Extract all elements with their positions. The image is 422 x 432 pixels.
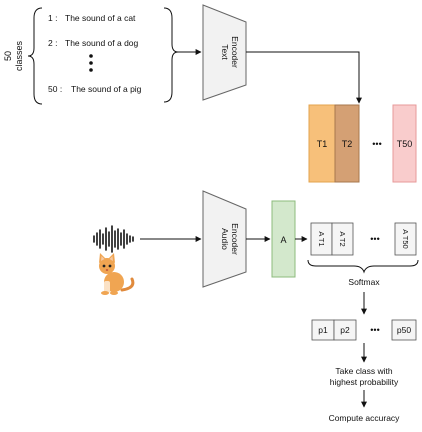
sound-wave-icon (93, 225, 134, 253)
class-1-index: 1 : (48, 13, 57, 23)
probability-box-2 (333, 319, 357, 341)
text-embedding-t50 (392, 104, 417, 183)
classes-count-label: 50 (3, 51, 13, 61)
vertical-ellipsis-icon (89, 54, 93, 72)
text-encoder-label-line2: Encoder (230, 36, 240, 68)
classes-left-brace (27, 7, 43, 105)
probability-box-1-label: p1 (318, 325, 328, 335)
classes-right-brace (163, 7, 179, 103)
text-embedding-t1-label: T1 (317, 139, 328, 149)
classes-word-label: classes (14, 40, 24, 71)
text-embeddings-ellipsis: ••• (372, 139, 381, 149)
class-2-index: 2 : (48, 38, 57, 48)
similarity-box-50 (394, 222, 417, 256)
class-50-text: The sound of a pig (71, 84, 142, 94)
probabilities-ellipsis: ••• (370, 325, 379, 335)
text-embedding-t2-label: T2 (342, 139, 353, 149)
take-class-label-line1: Take class with (335, 366, 392, 376)
text-encoder-label-line1: Text (220, 44, 230, 60)
text-embedding-t1 (308, 104, 336, 183)
similarity-box-2-label: A T2 (338, 231, 347, 246)
softmax-label: Softmax (348, 277, 380, 287)
text-embedding-t50-label: T50 (397, 139, 413, 149)
audio-encoder-label-line1: Audio (220, 228, 230, 250)
audio-embedding-label: A (280, 235, 286, 245)
text-encoder-block (202, 4, 247, 101)
audio-encoder-block (202, 190, 247, 288)
similarities-bottom-brace (307, 259, 419, 274)
similarities-ellipsis: ••• (370, 234, 379, 244)
similarity-box-1-label: A T1 (317, 231, 326, 246)
probability-box-50 (391, 319, 417, 341)
class-50-index: 50 : (48, 84, 62, 94)
similarity-box-2 (331, 222, 354, 256)
similarity-box-50-label: A T50 (401, 229, 410, 248)
take-class-label-line2: highest probability (330, 377, 399, 387)
class-2-text: The sound of a dog (65, 38, 139, 48)
probability-box-50-label: p50 (397, 325, 411, 335)
probability-box-2-label: p2 (340, 325, 350, 335)
class-1-text: The sound of a cat (65, 13, 136, 23)
text-embedding-t2 (334, 104, 360, 183)
compute-accuracy-label: Compute accuracy (329, 413, 401, 423)
cat-icon (99, 253, 135, 295)
audio-encoder-label-line2: Encoder (230, 223, 240, 255)
arrow-text-encoder-to-embeddings (246, 51, 362, 104)
